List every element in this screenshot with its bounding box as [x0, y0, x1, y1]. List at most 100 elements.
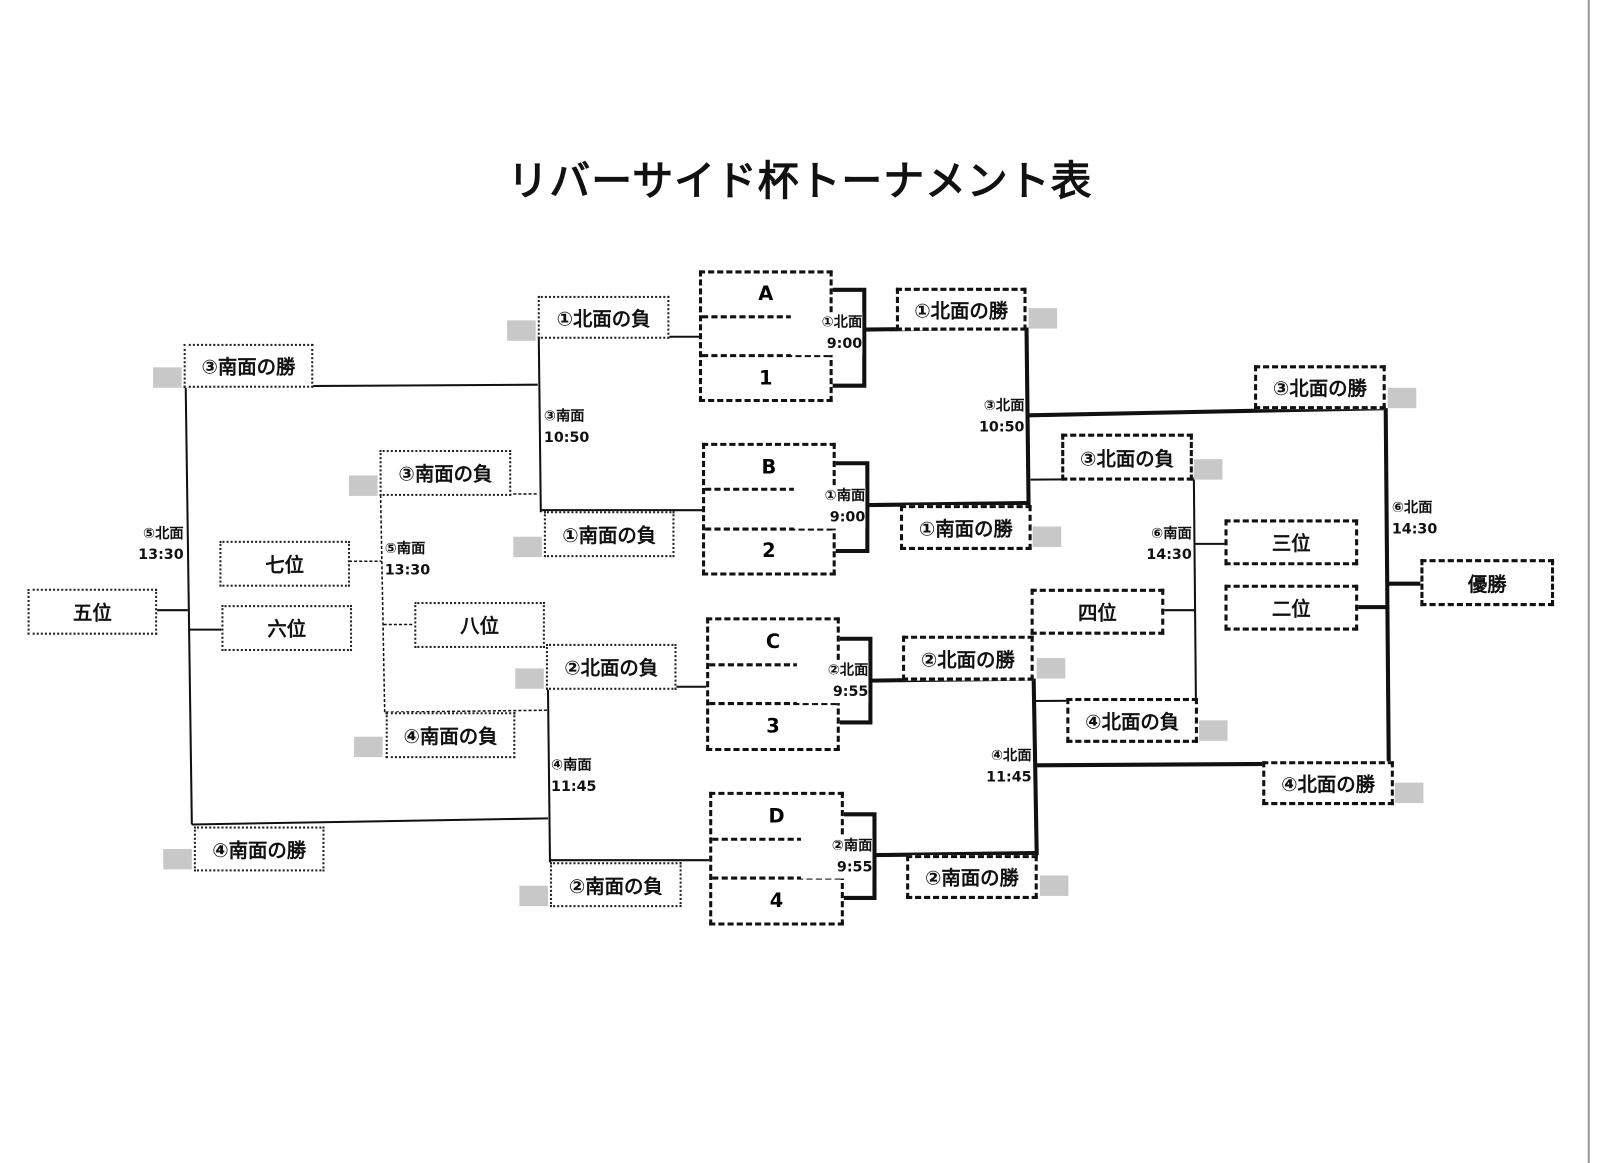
slot-s2-lose: ②南面の負 [549, 862, 682, 908]
group-seed: 1 [702, 354, 830, 399]
scan-shade [515, 668, 544, 689]
line-group-b [834, 461, 870, 554]
scan-shade [354, 736, 383, 758]
match-court: ②南面 [831, 837, 873, 855]
match-court: ⑥北面 [1391, 499, 1433, 517]
slot-n4-lose: ④北面の負 [1066, 697, 1198, 743]
match-court: ④北面 [990, 747, 1032, 765]
match-n3: ③北面 10:50 [953, 396, 1024, 439]
group-label: B [705, 446, 833, 492]
placement-seventh: 七位 [219, 540, 350, 587]
slot-s4-lose: ④南面の負 [385, 712, 516, 759]
match-court: ①北面 [821, 314, 863, 331]
line-n4-vertical [1031, 678, 1039, 856]
match-time: 9:00 [829, 509, 866, 526]
match-time: 14:30 [1146, 546, 1192, 564]
scan-shade [1036, 658, 1066, 679]
match-time: 9:55 [832, 683, 869, 700]
match-time: 9:00 [826, 335, 863, 353]
page-edge [1587, 0, 1590, 1163]
group-label: C [709, 620, 837, 666]
line-s1win [867, 501, 1029, 508]
page-title: リバーサイド杯トーナメント表 [507, 158, 1093, 206]
match-n5: ⑤北面 13:30 [112, 523, 183, 566]
slot-s1-win: ①南面の勝 [899, 505, 1032, 550]
scan-shade [1198, 720, 1228, 741]
line-group-a [831, 287, 867, 388]
match-court: ③北面 [983, 397, 1025, 415]
slot-n1-lose: ①北面の負 [537, 295, 670, 339]
scan-shade [513, 536, 542, 558]
match-time: 9:55 [836, 859, 873, 876]
line-group-d [842, 812, 877, 900]
scan-shade [1032, 526, 1062, 547]
match-court: ⑥南面 [1151, 525, 1192, 542]
slot-s3-lose: ③南面の負 [379, 449, 512, 496]
placement-second: 二位 [1224, 584, 1359, 631]
line-n3-vertical [1024, 327, 1031, 506]
match-time: 11:45 [986, 769, 1032, 786]
scan-shade [1028, 308, 1058, 329]
scan-shade [1193, 459, 1223, 480]
match-court: ⑤南面 [384, 540, 426, 558]
line-s4lose [385, 709, 548, 714]
match-n2: ②北面 9:55 [796, 660, 869, 704]
slot-s2-win: ②南面の勝 [906, 855, 1038, 899]
match-court: ④南面 [551, 757, 592, 774]
placement-third: 三位 [1224, 519, 1359, 566]
group-label: A [702, 273, 830, 319]
scan-shade [507, 320, 536, 341]
scan-shade [1394, 782, 1424, 804]
scan-shade [519, 885, 548, 907]
placement-sixth: 六位 [221, 605, 353, 652]
slot-s1-lose: ①南面の負 [543, 511, 675, 558]
placement-fourth: 四位 [1030, 588, 1165, 635]
match-s2: ②南面 9:55 [801, 835, 873, 879]
line-s6-vertical [1192, 478, 1197, 702]
match-time: 14:30 [1391, 521, 1438, 538]
line-s4-vertical [546, 686, 552, 863]
scan-shade [348, 475, 378, 496]
match-n6: ⑥北面 14:30 [1392, 498, 1437, 541]
slot-n3-win: ③北面の勝 [1254, 365, 1386, 410]
slot-n3-lose: ③北面の負 [1061, 433, 1193, 481]
scan-shade [1039, 875, 1069, 896]
group-seed: 2 [705, 527, 833, 572]
slot-s4-win: ④南面の勝 [193, 826, 325, 872]
line-n6-vertical [1383, 408, 1391, 766]
slot-n1-win: ①北面の勝 [895, 287, 1027, 331]
match-time: 13:30 [138, 546, 184, 564]
match-court: ③南面 [543, 408, 585, 425]
group-label: D [712, 795, 841, 841]
line-n5-vertical [184, 386, 193, 825]
scan-shade [163, 848, 192, 870]
slot-s3-win: ③南面の勝 [183, 343, 314, 388]
placement-fifth: 五位 [27, 588, 158, 635]
line-s3-vertical [537, 336, 542, 513]
match-time: 11:45 [551, 778, 597, 795]
match-s6: ⑥南面 14:30 [1120, 523, 1191, 566]
slot-n2-win: ②北面の勝 [902, 635, 1034, 681]
scan-shade [153, 367, 182, 388]
line-s5-vertical [379, 494, 386, 713]
placement-eighth: 八位 [414, 602, 545, 648]
slot-n4-win: ④北面の勝 [1262, 761, 1394, 806]
match-s1: ①南面 9:00 [793, 485, 866, 529]
slot-n2-lose: ②北面の負 [545, 643, 677, 690]
group-c: C 3 [706, 617, 840, 752]
match-time: 10:50 [543, 429, 590, 446]
match-s4: ④南面 11:45 [551, 755, 596, 798]
line-n3win [1028, 406, 1386, 418]
match-court: ⑤北面 [142, 525, 184, 542]
line-s2win [874, 851, 1037, 858]
match-court: ①南面 [824, 487, 866, 505]
match-n4: ④北面 11:45 [960, 746, 1031, 789]
match-n1: ①北面 9:00 [790, 312, 863, 356]
line-s4win [191, 817, 548, 826]
match-s3: ③南面 10:50 [544, 406, 589, 449]
match-time: 10:50 [978, 419, 1025, 436]
group-seed: 3 [709, 702, 837, 748]
match-court: ②北面 [827, 662, 869, 679]
